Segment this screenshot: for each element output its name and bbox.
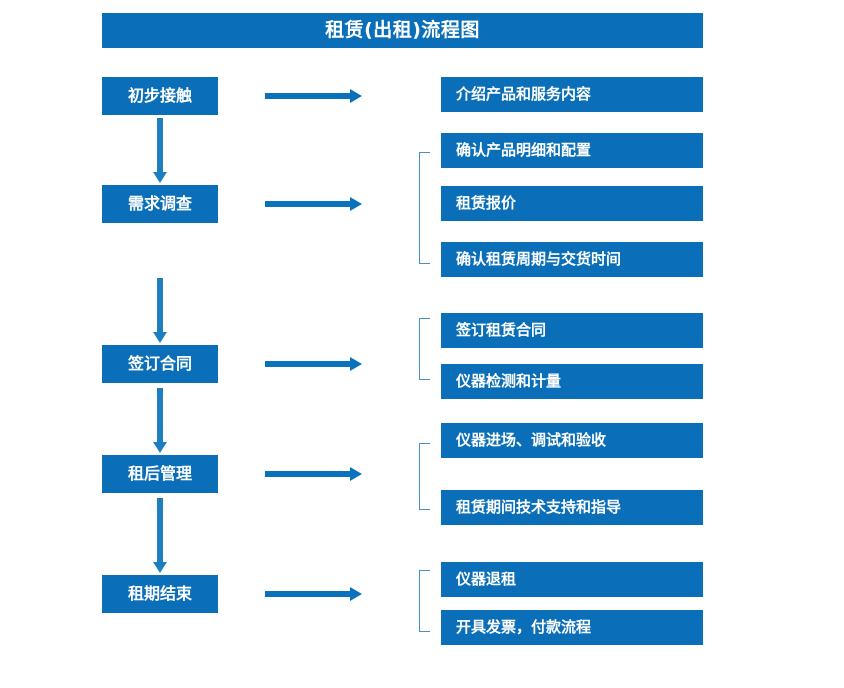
stage-label-3: 签订合同 <box>127 354 192 373</box>
arrow-shaft <box>265 471 351 477</box>
detail-label-6: 仪器检测和计量 <box>456 372 562 390</box>
vertical-arrow-4 <box>153 498 167 573</box>
group-bracket-4 <box>419 443 430 510</box>
group-bracket-3 <box>419 318 430 380</box>
detail-label-8: 租赁期间技术支持和指导 <box>456 498 622 516</box>
vertical-arrow-3 <box>153 388 167 453</box>
stage-box-5[interactable]: 租期结束 <box>102 575 218 613</box>
arrow-head-icon <box>153 172 167 183</box>
vertical-arrow-1 <box>153 118 167 183</box>
arrow-head-icon <box>350 587 362 601</box>
arrow-shaft <box>157 498 163 562</box>
diagram-title-bar: 租赁(出租)流程图 <box>102 13 703 48</box>
arrow-shaft <box>157 118 163 172</box>
detail-box-3[interactable]: 租赁报价 <box>441 186 703 221</box>
detail-label-4: 确认租赁周期与交货时间 <box>456 250 622 268</box>
detail-box-8[interactable]: 租赁期间技术支持和指导 <box>441 490 703 525</box>
diagram-title: 租赁(出租)流程图 <box>325 19 480 41</box>
detail-box-2[interactable]: 确认产品明细和配置 <box>441 133 703 168</box>
stage-label-1: 初步接触 <box>127 86 192 105</box>
arrow-shaft <box>265 93 351 99</box>
horizontal-arrow-5 <box>265 587 362 601</box>
detail-box-10[interactable]: 开具发票，付款流程 <box>441 610 703 645</box>
stage-box-4[interactable]: 租后管理 <box>102 455 218 493</box>
arrow-head-icon <box>153 562 167 573</box>
vertical-arrow-2 <box>153 278 167 343</box>
stage-label-2: 需求调查 <box>127 194 192 213</box>
group-bracket-2 <box>419 152 430 264</box>
stage-box-3[interactable]: 签订合同 <box>102 345 218 383</box>
arrow-shaft <box>265 201 351 207</box>
stage-label-4: 租后管理 <box>127 464 192 483</box>
detail-label-5: 签订租赁合同 <box>456 321 547 339</box>
horizontal-arrow-1 <box>265 89 362 103</box>
arrow-head-icon <box>350 467 362 481</box>
arrow-shaft <box>265 361 351 367</box>
arrow-head-icon <box>350 357 362 371</box>
arrow-head-icon <box>350 197 362 211</box>
stage-label-5: 租期结束 <box>127 584 192 603</box>
arrow-shaft <box>157 278 163 332</box>
arrow-shaft <box>265 591 351 597</box>
detail-box-9[interactable]: 仪器退租 <box>441 562 703 597</box>
group-bracket-5 <box>419 570 430 632</box>
detail-label-1: 介绍产品和服务内容 <box>456 85 592 103</box>
detail-box-4[interactable]: 确认租赁周期与交货时间 <box>441 242 703 277</box>
detail-box-1[interactable]: 介绍产品和服务内容 <box>441 77 703 112</box>
detail-label-3: 租赁报价 <box>456 194 517 212</box>
arrow-head-icon <box>153 332 167 343</box>
horizontal-arrow-4 <box>265 467 362 481</box>
stage-box-1[interactable]: 初步接触 <box>102 77 218 115</box>
detail-label-2: 确认产品明细和配置 <box>456 141 592 159</box>
detail-box-5[interactable]: 签订租赁合同 <box>441 313 703 348</box>
arrow-head-icon <box>153 442 167 453</box>
arrow-head-icon <box>350 89 362 103</box>
detail-box-7[interactable]: 仪器进场、调试和验收 <box>441 423 703 458</box>
stage-box-2[interactable]: 需求调查 <box>102 185 218 223</box>
detail-label-7: 仪器进场、调试和验收 <box>456 431 607 449</box>
detail-box-6[interactable]: 仪器检测和计量 <box>441 364 703 399</box>
detail-label-9: 仪器退租 <box>456 570 517 588</box>
arrow-shaft <box>157 388 163 442</box>
horizontal-arrow-3 <box>265 357 362 371</box>
horizontal-arrow-2 <box>265 197 362 211</box>
detail-label-10: 开具发票，付款流程 <box>456 618 592 636</box>
